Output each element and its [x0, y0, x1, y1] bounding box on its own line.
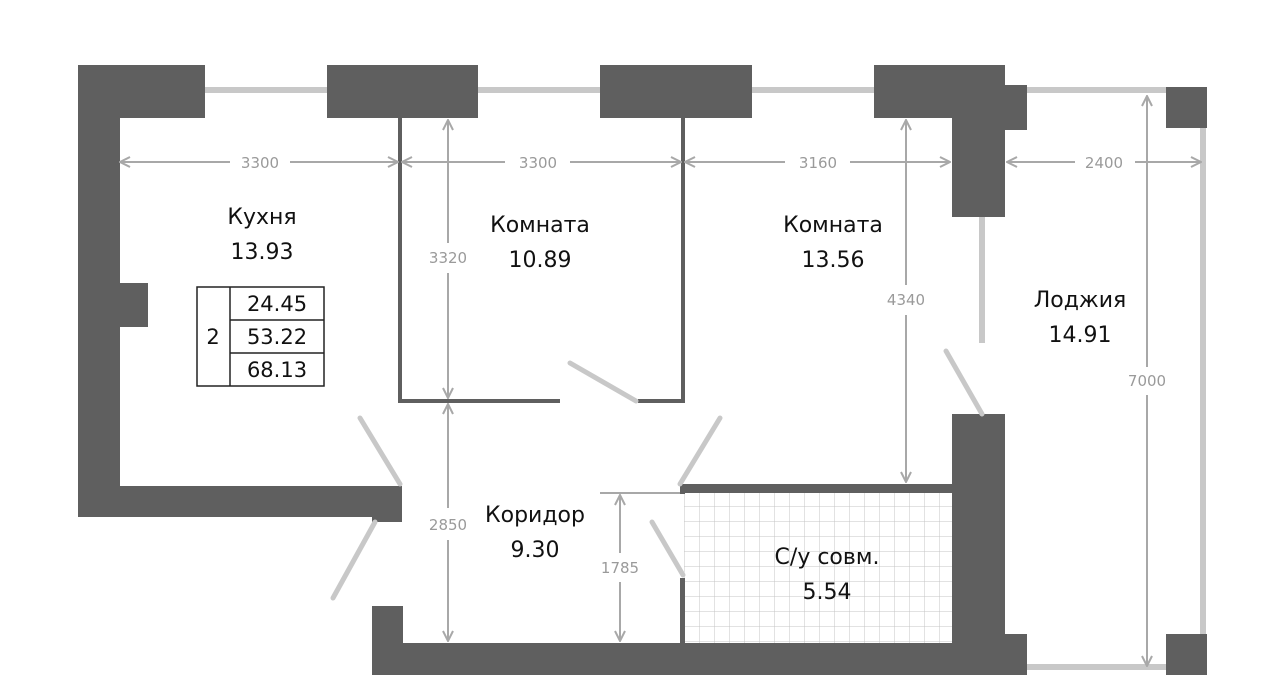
bathroom-tiles: [684, 491, 952, 643]
summary-total-with-loggia: 68.13: [247, 358, 307, 382]
wall-bath-bottom-right: [1005, 634, 1027, 675]
summary-living-area: 24.45: [247, 292, 307, 316]
area-summary-table: 2 24.45 53.22 68.13: [196, 286, 325, 387]
room2-area: 13.56: [802, 248, 865, 273]
dimension-lines: [120, 96, 1201, 666]
loggia-door: [943, 348, 985, 417]
dim-bath-depth: 1785: [601, 559, 639, 577]
loggia-area: 14.91: [1049, 323, 1112, 348]
entrance-door: [330, 519, 378, 601]
wall-pier-1: [327, 65, 478, 118]
room1-name: Комната: [490, 213, 590, 238]
dim-loggia-length: 7000: [1128, 372, 1166, 390]
bathroom-area: 5.54: [803, 580, 852, 605]
bathroom-name: С/у совм.: [775, 545, 880, 570]
wall-bath-left: [680, 484, 685, 494]
kitchen-area: 13.93: [231, 240, 294, 265]
room-labels: Кухня 13.93 Комната 10.89 Комната 13.56 …: [227, 205, 1126, 605]
walls: [78, 65, 1207, 675]
wall-bottom: [372, 643, 1027, 675]
room1-area: 10.89: [509, 248, 572, 273]
dim-loggia-width: 2400: [1085, 154, 1123, 172]
dim-room2-width: 3160: [799, 154, 837, 172]
wall-loggia-corner-bottom: [1166, 634, 1207, 675]
dimension-labels: 3300 3300 3160 2400 3320 4340 7000 2850 …: [241, 154, 1166, 577]
loggia-name: Лоджия: [1034, 288, 1127, 313]
wall-bath-right: [952, 414, 1005, 675]
dim-room1-width: 3300: [519, 154, 557, 172]
summary-rooms-count: 2: [206, 325, 219, 349]
dim-kitchen-width: 3300: [241, 154, 279, 172]
wall-loggia-corner-top: [1166, 87, 1207, 128]
wall-kitchen-stub: [372, 486, 402, 522]
room2-name: Комната: [783, 213, 883, 238]
wall-bath-left-lower: [680, 578, 685, 645]
wall-bottom-stub: [372, 606, 403, 675]
summary-total-area: 53.22: [247, 325, 307, 349]
dim-corridor-depth: 2850: [429, 516, 467, 534]
wall-loggia-column: [952, 85, 1005, 217]
partitions: [398, 118, 685, 403]
wall-left-pier: [118, 283, 148, 327]
bathroom-door: [649, 519, 686, 578]
room1-door: [567, 360, 639, 404]
wall-bath-top: [680, 484, 952, 493]
kitchen-door: [357, 415, 403, 487]
wall-kitchen-bottom: [78, 486, 402, 517]
doors: [330, 348, 985, 601]
corridor-name: Коридор: [485, 503, 585, 528]
dim-room1-depth: 3320: [429, 249, 467, 267]
corridor-area: 9.30: [511, 538, 560, 563]
wall-pier-2: [600, 65, 752, 118]
kitchen-name: Кухня: [227, 205, 296, 230]
dim-room2-depth: 4340: [887, 291, 925, 309]
room2-door: [677, 415, 723, 487]
windows: [205, 87, 1206, 670]
wall-left: [78, 65, 120, 517]
